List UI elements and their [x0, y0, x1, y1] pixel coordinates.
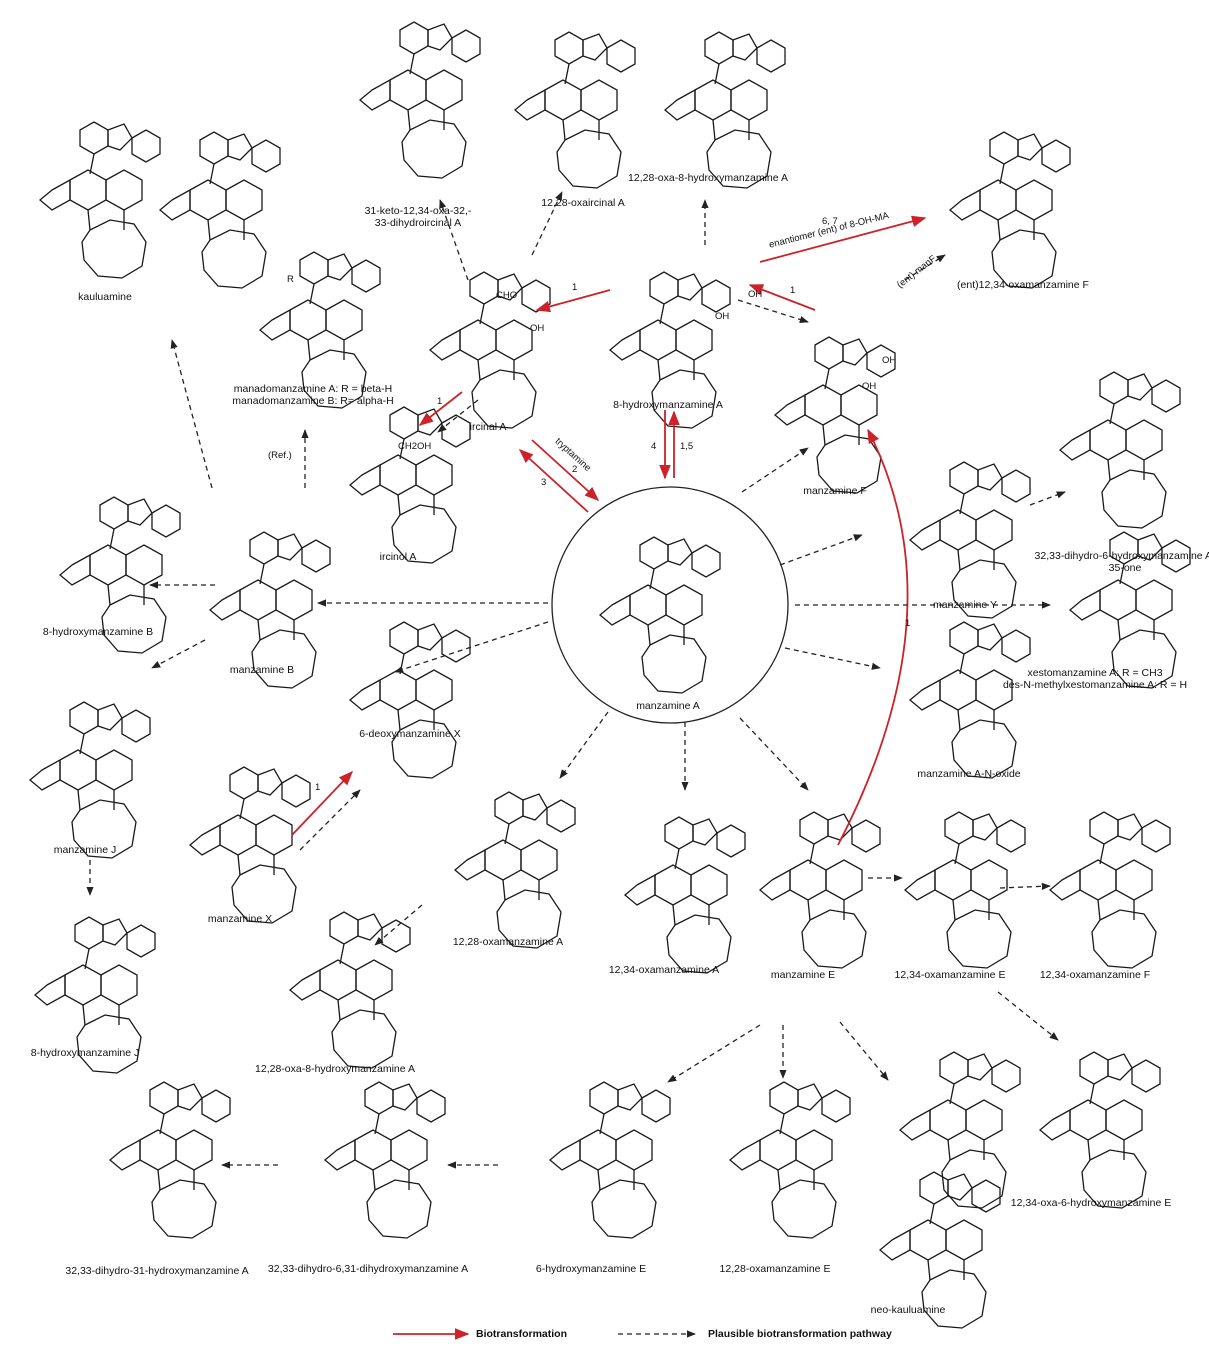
arrow-manzx-to-deoxyx: [291, 770, 353, 836]
structure-6-deoxymanzamine-x: [349, 621, 471, 779]
label-ircinal: ircinal A: [469, 421, 507, 433]
label-manadomanzamine: manadomanzamine A: R = beta-H manadomanz…: [232, 383, 394, 407]
structure-oxa8oh-top: [664, 31, 786, 189]
label-6-deoxymanzamine-x: 6-deoxymanzamine X: [359, 728, 461, 740]
label-dihydro631: 32,33-dihydro-6,31-dihydroxymanzamine A: [267, 1263, 469, 1275]
label-oxaircinal: 12,28-oxaircinal A: [541, 197, 625, 209]
structure-dihydro631: [324, 1081, 446, 1239]
label-8-hydroxymanzamine-b: 8-hydroxymanzamine B: [42, 626, 154, 638]
structure-dihydro35one: [1059, 371, 1181, 529]
arrow-ircinal-to-ircinol: [418, 391, 463, 426]
structure-6-hydroxymanzamine-e: [549, 1081, 671, 1239]
group-oh-ircinal: OH: [530, 323, 545, 334]
structure-oxa1234-f: [1049, 811, 1171, 969]
arrow-label-10: 4: [651, 441, 657, 452]
group-cho: CHO: [496, 290, 518, 301]
arrow-label-9: 3: [541, 477, 547, 488]
label-oxa1228-a: 12,28-oxamanzamine A: [452, 936, 564, 948]
arrow-label-11: 1,5: [680, 441, 694, 452]
label-dihydro35one: 32,33-dihydro-6-hydroxymanzamine A- 35-o…: [1034, 550, 1209, 574]
arrow-label-4: 6, 7: [822, 216, 838, 227]
structure-oxa1228-a: [454, 791, 576, 949]
biotransformation-arrows: [291, 215, 927, 846]
arrow-label-2: 1: [790, 285, 796, 296]
group-ch2oh: CH2OH: [398, 441, 432, 452]
label-oxa1234-f: 12,34-oxamanzamine F: [1039, 969, 1151, 981]
legend-plausible: Plausible biotransformation pathway: [708, 1328, 892, 1340]
group-oh-f: OH: [862, 381, 877, 392]
structure-ircinol: [349, 406, 471, 564]
structure-manzamine-j: [29, 701, 151, 859]
label-8-hydroxymanzamine-j: 8-hydroxymanzamine J: [30, 1047, 140, 1059]
structure-ent-f: [949, 131, 1071, 289]
label-6-hydroxymanzamine-e: 6-hydroxymanzamine E: [535, 1263, 647, 1275]
label-manzamine-a: manzamine A: [636, 700, 700, 712]
label-manzamine-y: manzamine Y: [932, 599, 998, 611]
arrow-manzf-to-8ohma: [748, 284, 816, 311]
arrow-label-13: (Ref.): [268, 450, 292, 461]
structure-oxa6oh-e: [1039, 1051, 1161, 1209]
group-oh-f2: OH: [882, 355, 897, 366]
label-manzamine-e: manzamine E: [770, 969, 836, 981]
structure-kauluamine: [39, 121, 281, 289]
structure-manzamine-f: [774, 336, 896, 494]
label-oxa6oh-e: 12,34-oxa-6-hydroxymanzamine E: [1010, 1197, 1172, 1209]
structure-manzamine-x: [189, 766, 311, 924]
structure-dihydro31: [109, 1081, 231, 1239]
label-kauluamine: kauluamine: [78, 291, 132, 303]
arrow-label-8: 2: [572, 464, 578, 475]
structure-oxaircinal: [514, 31, 636, 189]
structure-neokauluamine: [879, 1051, 1021, 1329]
label-keto-oxa: 31-keto-12,34-oxa-32,- 33-dihydroircinal…: [364, 205, 472, 229]
arrow-8ohma-to-ircinal: [535, 289, 611, 313]
arrow-label-12: 1: [905, 618, 911, 629]
center-circle: [551, 486, 789, 724]
arrow-manza-to-ircinal: [518, 449, 589, 513]
group-r: R: [287, 274, 294, 285]
structure-oxa1234-e: [904, 811, 1026, 969]
structure-manzamine-a: [599, 536, 721, 694]
label-xesto: xestomanzamine A: R = CH3 des-N-methylxe…: [1002, 667, 1188, 691]
label-oxa8oh-top: 12,28-oxa-8-hydroxymanzamine A: [628, 172, 788, 184]
legend-biotransformation: Biotransformation: [476, 1328, 568, 1340]
label-dihydro31: 32,33-dihydro-31-hydroxymanzamine A: [65, 1265, 249, 1277]
label-oxa1234-e: 12,34-oxamanzamine E: [894, 969, 1006, 981]
arrow-label-14: 1: [315, 782, 321, 793]
structure-manzamine-y: [909, 461, 1031, 619]
structure-oxa1228-e: [729, 1081, 851, 1239]
structure-oxa1234-a: [624, 816, 746, 974]
group-oh-8ma: OH: [715, 311, 730, 322]
arrow-label-3: 1: [437, 396, 443, 407]
arrow-8ohma-to-entf: [759, 215, 927, 263]
label-noxide: manzamine A-N-oxide: [917, 768, 1021, 780]
arrow-label-1: 1: [572, 282, 578, 293]
label-oxa8oh-mid: 12,28-oxa-8-hydroxymanzamine A: [255, 1063, 415, 1075]
label-manzamine-j: manzamine J: [53, 844, 117, 856]
label-oxa1228-e: 12,28-oxamanzamine E: [719, 1263, 831, 1275]
label-8-hydroxymanzamine-a: 8-hydroxymanzamine A: [613, 399, 723, 411]
label-neokauluamine: neo-kauluamine: [870, 1304, 946, 1316]
arrow-manze-to-manzf: [837, 428, 909, 846]
label-ent-f: (ent)12,34-oxamanzamine F: [957, 279, 1089, 291]
structure-oxa8oh-mid: [289, 911, 411, 1069]
group-oh-8ma2: OH: [748, 289, 763, 300]
label-manzamine-b: manzamine B: [229, 664, 295, 676]
label-oxa1234-a: 12,34-oxamanzamine A: [608, 964, 720, 976]
structure-noxide: [909, 621, 1031, 779]
structure-manzamine-e: [759, 811, 881, 969]
arrow-ircinal-to-manza: [531, 439, 600, 501]
label-ircinol: ircinol A: [379, 551, 417, 563]
structure-keto-oxa: [359, 21, 481, 179]
structure-ircinal: [429, 271, 551, 429]
plausible-arrows: [86, 191, 1066, 1169]
label-manzamine-f: manzamine F: [803, 485, 867, 497]
label-manzamine-x: manzamine X: [207, 913, 273, 925]
